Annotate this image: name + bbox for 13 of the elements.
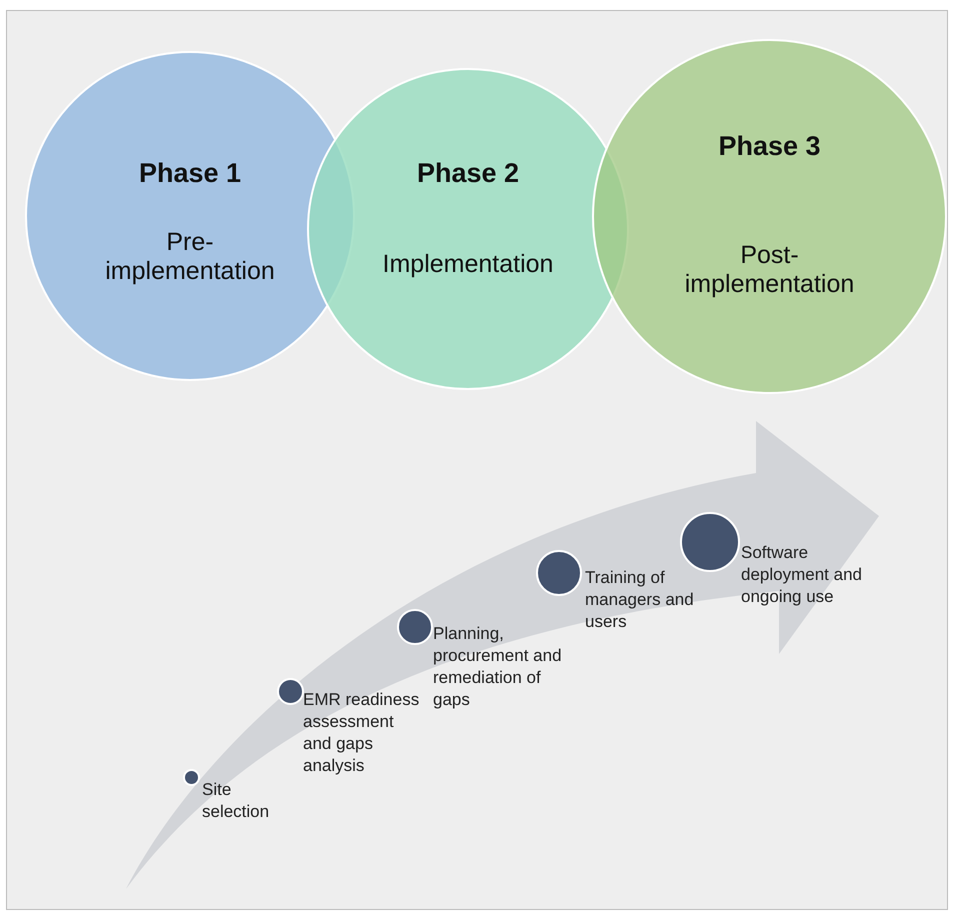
phase-name: Post-implementation <box>684 241 856 299</box>
phase-heading: Phase 2 <box>416 158 520 189</box>
milestone-dot <box>277 678 304 705</box>
milestone-label: Software deployment and ongoing use <box>741 542 863 608</box>
phase-heading: Phase 1 <box>138 158 242 189</box>
milestone-label: Site selection <box>202 779 270 823</box>
phase-name: Implementation <box>382 250 554 279</box>
milestone-label: EMR readiness assessment and gaps analysis <box>303 689 420 777</box>
milestone-label: Training of managers and users <box>585 567 695 633</box>
milestone-dot <box>183 769 200 786</box>
phase-name: Pre-implementation <box>104 228 276 286</box>
phase-heading: Phase 3 <box>717 131 822 162</box>
milestone-label: Planning, procurement and remediation of gaps <box>433 623 563 711</box>
